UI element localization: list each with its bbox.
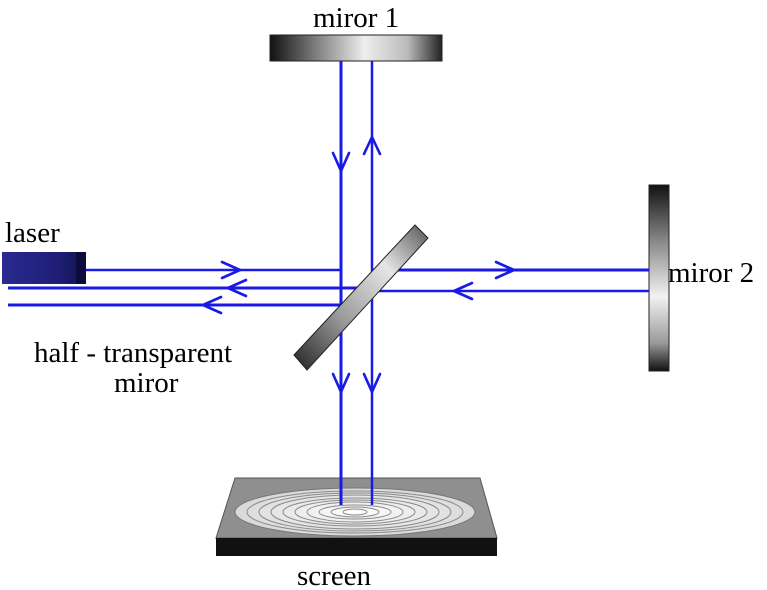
laser-source bbox=[2, 252, 86, 284]
mirror-2-label: miror 2 bbox=[668, 257, 754, 289]
arrow-down-lower-left bbox=[331, 372, 351, 394]
half-transparent-mirror bbox=[293, 224, 429, 371]
arrow-down-upper-left bbox=[331, 151, 351, 173]
mirror-1 bbox=[269, 34, 443, 62]
projection-screen bbox=[215, 477, 498, 556]
mirror-1-label: miror 1 bbox=[313, 2, 399, 34]
arrow-right-to-mirror-2 bbox=[494, 260, 516, 280]
arrow-right-laser-beam bbox=[220, 260, 242, 280]
arrow-up-upper-right bbox=[362, 135, 382, 156]
interference-fringes bbox=[246, 490, 464, 534]
mirror-2 bbox=[648, 184, 670, 372]
arrow-left-from-mirror-2 bbox=[452, 281, 474, 301]
arrow-left-return-2 bbox=[201, 295, 223, 315]
beam-arrows bbox=[201, 135, 516, 394]
half-mirror-label-line1: half - transparent bbox=[34, 337, 232, 369]
arrow-left-return-1 bbox=[226, 278, 248, 298]
arrow-down-lower-right bbox=[362, 372, 382, 394]
beam-paths bbox=[8, 61, 649, 505]
half-mirror-label-line2: miror bbox=[114, 367, 179, 399]
screen-label: screen bbox=[297, 560, 372, 590]
laser-label: laser bbox=[5, 217, 60, 249]
